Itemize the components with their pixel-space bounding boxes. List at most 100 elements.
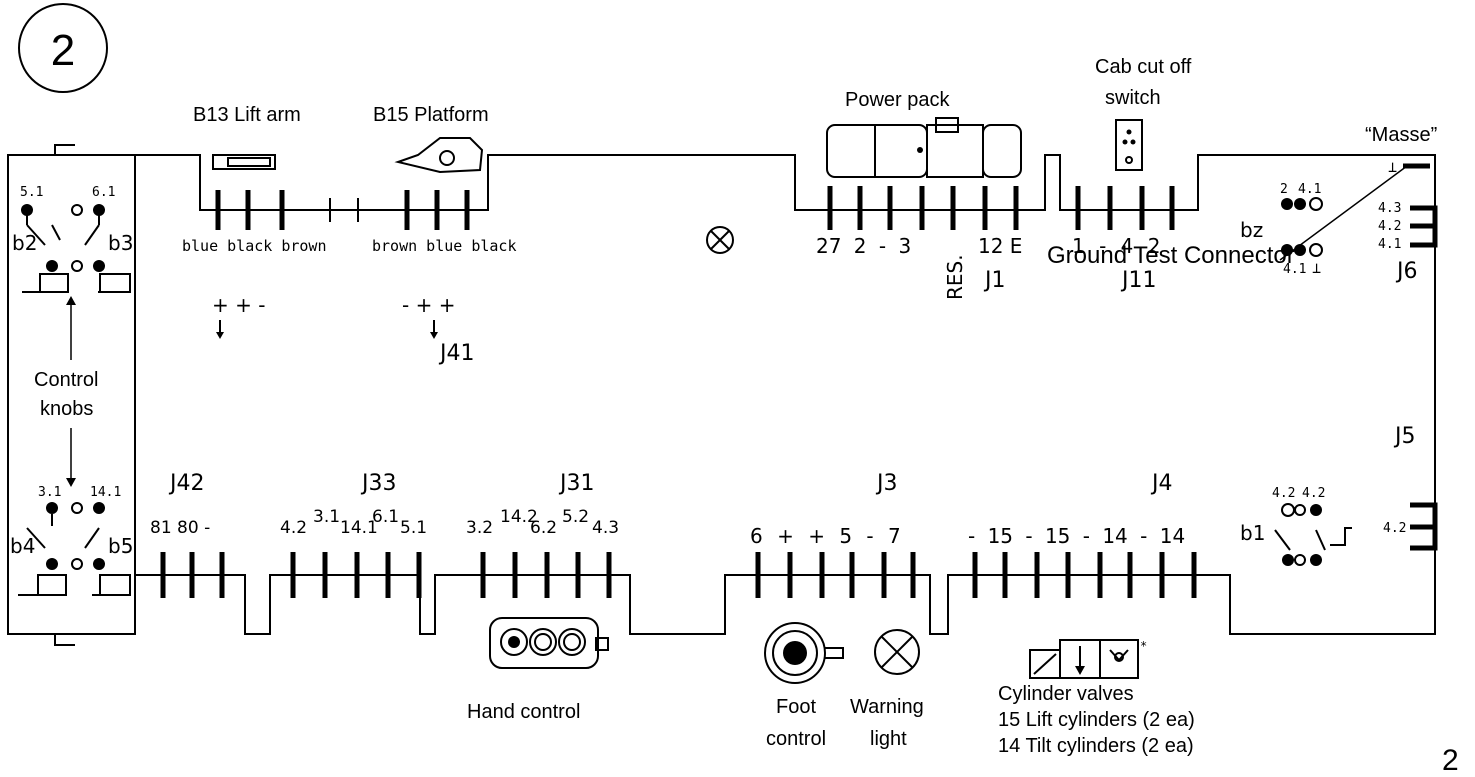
- ground-test-leader: [1279, 165, 1408, 261]
- switch-pin-31: 3.1: [38, 485, 61, 500]
- cylinder-valves-label-3: 14 Tilt cylinders (2 ea): [998, 735, 1194, 757]
- b13-label: B13 Lift arm: [193, 104, 301, 126]
- j1-tail-labels: 12 E: [978, 234, 1022, 258]
- page-number: 2: [1442, 744, 1459, 777]
- j31-label: J31: [558, 471, 594, 496]
- b15-label: B15 Platform: [373, 104, 489, 126]
- bz-pin-41: 4.1: [1298, 182, 1321, 197]
- foot-control-label-1: Foot: [776, 696, 816, 718]
- power-pack-label: Power pack: [845, 89, 950, 111]
- j1-connector-pins: [827, 186, 1019, 230]
- j5-connector-icon: [1410, 502, 1438, 551]
- j6-pin-42: 4.2: [1378, 219, 1401, 234]
- board-top-edge: [135, 154, 1436, 635]
- j6-label: J6: [1395, 259, 1418, 284]
- j6-ground-symbol: ⊥: [1388, 158, 1397, 176]
- b2-b3-switch-icon: [21, 204, 131, 293]
- j6-pin-41: 4.1: [1378, 237, 1401, 252]
- j4-pins: - 15 - 15 - 14 - 14: [968, 524, 1185, 548]
- j33-pin-e: 5.1: [400, 518, 427, 538]
- bz-pin-41b: 4.1: [1283, 262, 1306, 277]
- j33-pin-a: 4.2: [280, 518, 307, 538]
- j33-label: J33: [360, 471, 396, 496]
- j31-pin-e: 4.3: [592, 518, 619, 538]
- b1-label: b1: [1240, 521, 1265, 545]
- foot-control-icon: [764, 622, 844, 684]
- b1-pin-42a: 4.2: [1272, 486, 1295, 501]
- b15-sensor-icon: [394, 137, 484, 174]
- j3-pins: 6 + + 5 - 7: [750, 524, 901, 548]
- power-pack-icon: [826, 117, 1022, 178]
- foot-control-label-2: control: [766, 728, 826, 750]
- j5-label: J5: [1393, 424, 1416, 449]
- j33-pin-c: 14.1: [340, 518, 378, 538]
- b4-label: b4: [10, 534, 35, 558]
- j31-pin-a: 3.2: [466, 518, 493, 538]
- switch-pin-51: 5.1: [20, 185, 43, 200]
- j3-label: J3: [875, 471, 898, 496]
- step-badge-number: 2: [51, 26, 75, 75]
- j41-left-pins: + + -: [212, 293, 265, 317]
- j42-label: J42: [168, 471, 204, 496]
- j33-pin-b: 3.1: [313, 507, 340, 527]
- j33-pin-d: 6.1: [372, 507, 399, 527]
- b1-switch-icon: [1274, 503, 1352, 566]
- cylinder-valve-icon: *: [1029, 639, 1147, 679]
- b15-wire-colors: brown blue black: [372, 237, 517, 255]
- j11-pin-labels: 1 - 4 2: [1072, 234, 1160, 258]
- cylinder-valves-label-2: 15 Lift cylinders (2 ea): [998, 709, 1195, 731]
- b13-sensor-icon: [212, 154, 276, 170]
- b2-label: b2: [12, 231, 37, 255]
- j31-pin-c: 6.2: [530, 518, 557, 538]
- hand-control-label: Hand control: [467, 701, 580, 723]
- j4-connector-pins: [972, 552, 1197, 598]
- j3-connector-pins: [755, 552, 916, 598]
- bz-ground: ⊥: [1312, 259, 1321, 277]
- board-left-tabs: [54, 144, 75, 646]
- control-knobs-arrows: [66, 296, 76, 487]
- j41-right-pins: - + +: [402, 293, 455, 317]
- control-knobs-label-1: Control: [34, 369, 98, 391]
- lamp-symbol-icon: [706, 226, 734, 254]
- cab-cutoff-switch-icon: [1115, 119, 1143, 171]
- j33-connector-pins: [290, 552, 422, 598]
- j41-label: J41: [438, 341, 474, 366]
- warning-light-icon: [874, 629, 920, 675]
- masse-label: “Masse”: [1365, 124, 1437, 146]
- bz-pin-2: 2: [1280, 182, 1288, 197]
- warning-light-label-1: Warning: [850, 696, 924, 718]
- b3-label: b3: [108, 231, 133, 255]
- warning-light-label-2: light: [870, 728, 907, 750]
- j11-connector-pins: [1075, 186, 1175, 230]
- j31-pin-b: 14.2: [500, 507, 538, 527]
- cab-cutoff-label-1: Cab cut off: [1095, 56, 1192, 78]
- b4-b5-switch-icon: [18, 502, 131, 596]
- j31-pin-d: 5.2: [562, 507, 589, 527]
- j11-label: J11: [1120, 268, 1156, 293]
- board-outline: [7, 154, 136, 635]
- step-badge-circle: [18, 3, 108, 93]
- j1-res-label: RES.: [943, 254, 967, 300]
- j6-connector-icon: [1410, 205, 1438, 248]
- j31-connector-pins: [480, 552, 612, 598]
- cylinder-valves-label-1: Cylinder valves: [998, 683, 1134, 705]
- switch-pin-61: 6.1: [92, 185, 115, 200]
- switch-pin-141: 14.1: [90, 485, 121, 500]
- j1-pin-labels: 27 2 - 3: [816, 234, 911, 258]
- j6-pin-43: 4.3: [1378, 201, 1401, 216]
- j42-connector-pins: [160, 552, 225, 598]
- j1-label: J1: [983, 268, 1006, 293]
- b13-connector-pins: [215, 190, 470, 230]
- j41-arrows: [216, 320, 438, 339]
- control-knobs-label-2: knobs: [40, 398, 93, 420]
- ground-test-label: Ground Test Connector: [1047, 242, 1295, 269]
- b1-pin-42b: 4.2: [1302, 486, 1325, 501]
- cab-cutoff-label-2: switch: [1105, 87, 1161, 109]
- j5-pin-42: 4.2: [1383, 521, 1406, 536]
- hand-control-icon: [489, 617, 609, 669]
- bz-label: bz: [1240, 218, 1263, 242]
- svg-text:*: *: [1140, 639, 1147, 653]
- b5-label: b5: [108, 534, 133, 558]
- j42-pins: 81 80 -: [150, 518, 210, 538]
